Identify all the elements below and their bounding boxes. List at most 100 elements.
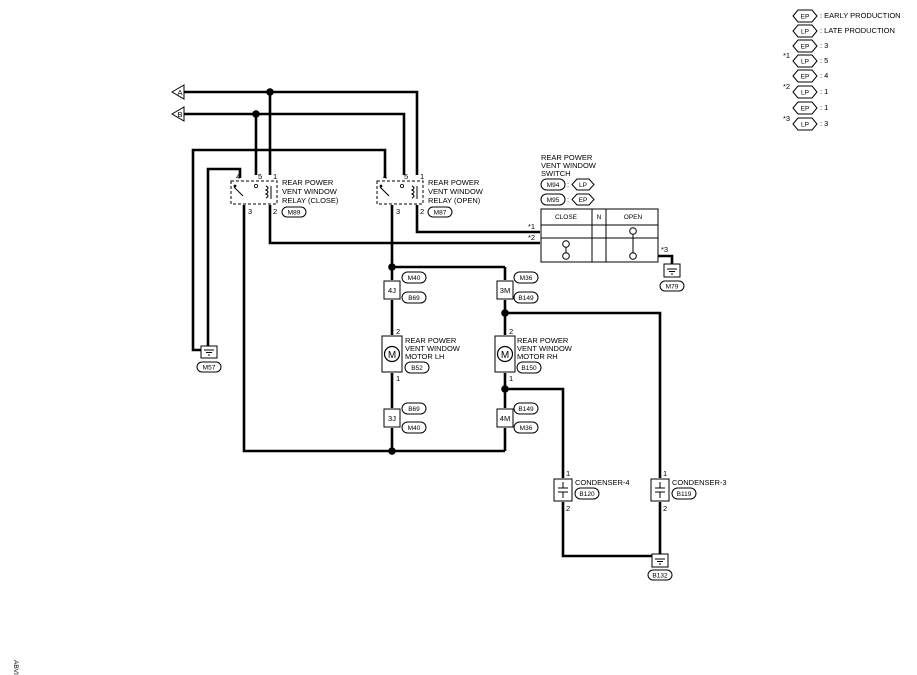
switch-label-2: VENT WINDOW (541, 161, 597, 170)
figure-id: ABVIA0025GB (12, 660, 19, 675)
motor-lh-label-3: MOTOR LH (405, 352, 444, 361)
svg-text:B52: B52 (411, 365, 423, 372)
svg-text:: 1: : 1 (820, 87, 828, 96)
svg-text:M89: M89 (288, 210, 301, 217)
condenser-4: 1 2 CONDENSER-4 B120 (553, 469, 630, 513)
svg-text:EP: EP (801, 44, 810, 51)
svg-text:2: 2 (396, 327, 400, 336)
switch-connector-m95: M95 : EP (540, 193, 595, 206)
svg-text:1: 1 (273, 172, 277, 181)
svg-text:: 4: : 4 (820, 71, 828, 80)
legend-lp-desc: : LATE PRODUCTION (820, 26, 895, 35)
svg-text:EP: EP (579, 197, 588, 204)
switch-star1: *1 (528, 222, 535, 231)
svg-text:M40: M40 (408, 275, 421, 282)
svg-text:3M: 3M (500, 286, 510, 295)
junction-dots (252, 88, 509, 455)
relay-close-label-2: VENT WINDOW (282, 187, 338, 196)
ground-m79: M79 (659, 263, 685, 292)
svg-text:M87: M87 (434, 210, 447, 217)
condenser-4-label: CONDENSER-4 (575, 478, 630, 487)
svg-text::: : (567, 195, 569, 204)
svg-text:EP: EP (801, 74, 810, 81)
svg-text:1: 1 (420, 172, 424, 181)
vent-window-switch: REAR POWER VENT WINDOW SWITCH M94 : 3 : … (528, 153, 668, 263)
switch-col-n: N (597, 214, 602, 221)
svg-text:EP: EP (801, 106, 810, 113)
relay-open-label-2: VENT WINDOW (428, 187, 484, 196)
svg-text:M40: M40 (408, 425, 421, 432)
input-a-arrow: A (171, 84, 185, 100)
switch-col-open: OPEN (624, 214, 643, 221)
motor-lh-label-1: REAR POWER (405, 336, 457, 345)
legend-lp-badge: LP (792, 24, 818, 38)
ground-m57: M57 (196, 345, 222, 373)
svg-text:1: 1 (663, 469, 667, 478)
svg-text:: 3: : 3 (820, 119, 828, 128)
svg-text:4: 4 (236, 172, 240, 181)
switch-label-3: SWITCH (541, 169, 571, 178)
svg-text:1: 1 (509, 374, 513, 383)
relay-open-label-1: REAR POWER (428, 178, 480, 187)
svg-text:LP: LP (579, 182, 587, 189)
legend-star2: *2 (783, 82, 790, 91)
switch-star3: *3 (661, 245, 668, 254)
svg-text:M36: M36 (520, 275, 533, 282)
svg-text:B150: B150 (521, 365, 537, 372)
svg-text:3: 3 (248, 207, 252, 216)
svg-text:M79: M79 (666, 284, 679, 291)
switch-col-close: CLOSE (555, 214, 578, 221)
relay-close-label-3: RELAY (CLOSE) (282, 196, 339, 205)
svg-text:LP: LP (801, 59, 809, 66)
switch-star2: *2 (528, 233, 535, 242)
legend-star1: *1 (783, 51, 790, 60)
relay-close-connector: M89 (281, 206, 307, 218)
svg-text:1: 1 (566, 469, 570, 478)
svg-text:M94: M94 (547, 182, 560, 189)
svg-text:B69: B69 (408, 406, 420, 413)
svg-text:: 3: : 3 (820, 41, 828, 50)
svg-text::: : (567, 180, 569, 189)
wires (184, 90, 674, 558)
svg-text:B119: B119 (677, 491, 692, 498)
motor-lh-symbol: M (388, 350, 396, 361)
svg-text:B: B (177, 110, 182, 119)
svg-text:5: 5 (258, 172, 262, 181)
svg-text:2: 2 (566, 504, 570, 513)
svg-text:2: 2 (273, 207, 277, 216)
svg-text:B132: B132 (652, 573, 668, 580)
relay-open: 4 5 1 3 2 REAR POWER VENT WINDOW RELAY (… (376, 172, 484, 218)
svg-text:B69: B69 (408, 295, 420, 302)
svg-text:LP: LP (801, 29, 809, 36)
svg-text:2: 2 (663, 504, 667, 513)
legend-ep-desc: : EARLY PRODUCTION (820, 11, 901, 20)
svg-text:M36: M36 (520, 425, 533, 432)
svg-text:EP: EP (801, 14, 810, 21)
svg-text:5: 5 (404, 172, 408, 181)
svg-text:4: 4 (383, 172, 387, 181)
svg-text:4J: 4J (388, 286, 396, 295)
svg-text:B149: B149 (518, 406, 534, 413)
svg-text:: 1: : 1 (820, 103, 828, 112)
switch-connector-m94: M94 : 3 : LP (540, 178, 595, 191)
legend-star3: *3 (783, 114, 790, 123)
motor-rh-symbol: M (501, 350, 509, 361)
relay-open-label-3: RELAY (OPEN) (428, 196, 481, 205)
svg-text:3J: 3J (388, 414, 396, 423)
svg-text:A: A (177, 88, 182, 97)
motor-rh: 3M M36 B149 M 2 1 REAR POWER VENT WINDOW… (494, 271, 573, 434)
svg-text:LP: LP (801, 90, 809, 97)
motor-rh-label-2: VENT WINDOW (517, 344, 573, 353)
svg-text:: 5: : 5 (820, 56, 828, 65)
svg-text:B149: B149 (518, 295, 534, 302)
condenser-3: 1 2 CONDENSER-3 B119 (650, 469, 727, 513)
motor-rh-label-1: REAR POWER (517, 336, 569, 345)
svg-text:M57: M57 (203, 365, 216, 372)
svg-text:2: 2 (420, 207, 424, 216)
switch-label-1: REAR POWER (541, 153, 593, 162)
svg-text:LP: LP (801, 122, 809, 129)
svg-text:1: 1 (396, 374, 400, 383)
motor-lh-label-2: VENT WINDOW (405, 344, 461, 353)
legend: EP : EARLY PRODUCTION LP : LATE PRODUCTI… (783, 9, 901, 131)
